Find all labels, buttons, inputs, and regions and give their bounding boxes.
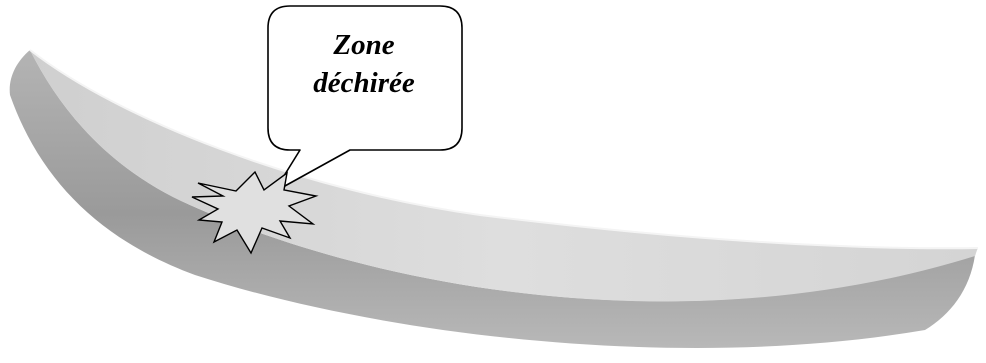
callout-bubble	[267, 5, 463, 193]
plate-edge-highlight	[29, 49, 979, 250]
callout-label-line1: Zone	[332, 29, 394, 61]
plate-top-surface	[30, 50, 978, 302]
plate-side-face	[9, 50, 976, 348]
tear-burst-icon	[191, 170, 319, 255]
callout-label-line2: déchirée	[313, 67, 415, 99]
